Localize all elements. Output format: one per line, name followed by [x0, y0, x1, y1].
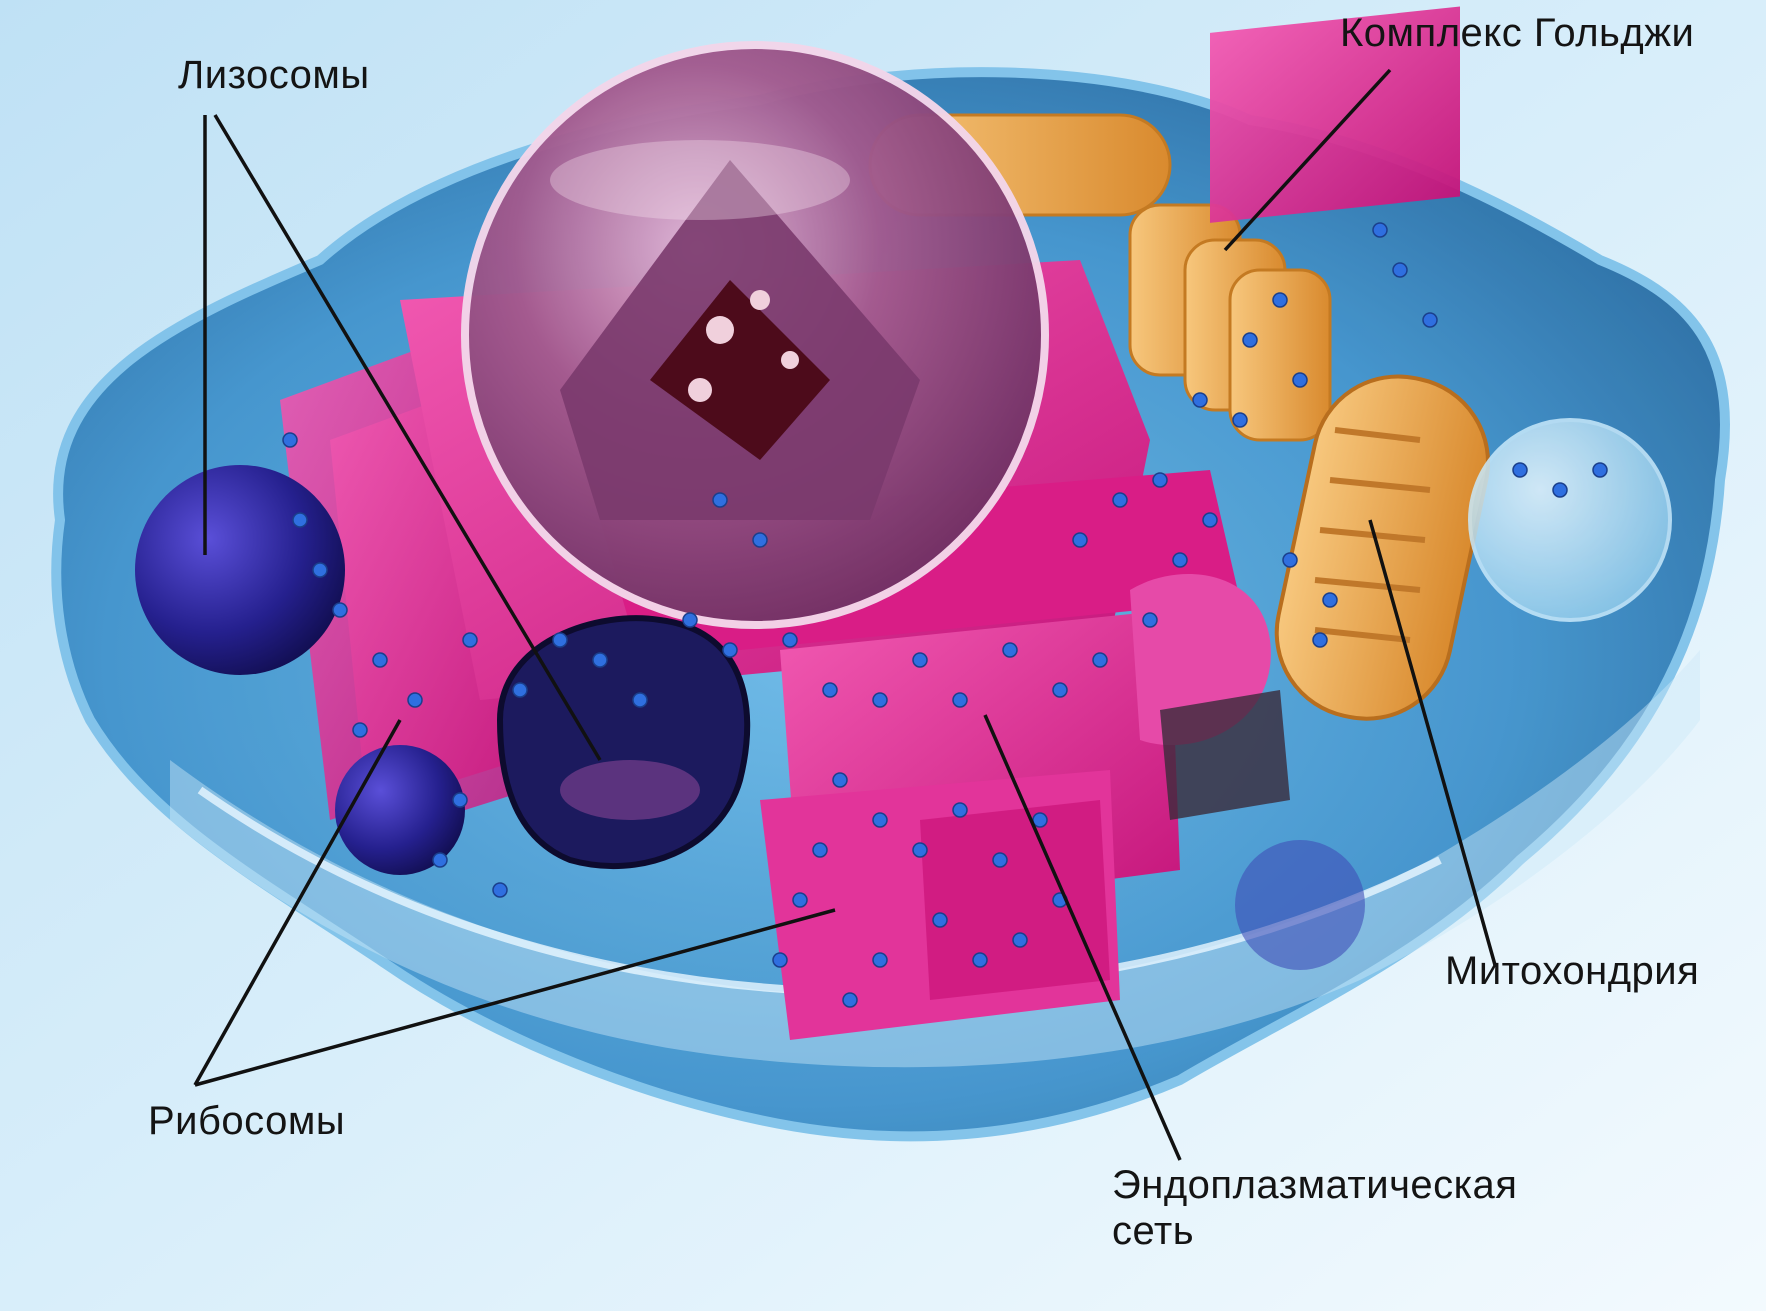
ribosome-dot [843, 993, 857, 1007]
ribosome-dot [1513, 463, 1527, 477]
ribosome-dot [1093, 653, 1107, 667]
ribosome-dot [333, 603, 347, 617]
ribosome-dot [793, 893, 807, 907]
ribosome-dot [1323, 593, 1337, 607]
ribosome-dot [1313, 633, 1327, 647]
ribosome-dot [1273, 293, 1287, 307]
label-ribosomes: Рибосомы [148, 1098, 345, 1144]
ribosome-dot [313, 563, 327, 577]
ribosome-dot [713, 493, 727, 507]
ribosome-dot [1053, 683, 1067, 697]
label-lysosomes: Лизосомы [178, 52, 370, 98]
ribosome-dot [353, 723, 367, 737]
ribosome-dot [953, 803, 967, 817]
ribosome-dot [753, 533, 767, 547]
label-golgi: Комплекс Гольджи [1340, 10, 1694, 56]
ribosome-dot [293, 513, 307, 527]
lysosome-bottom [1235, 840, 1365, 970]
ribosome-dot [813, 843, 827, 857]
ribosome-dot [1073, 533, 1087, 547]
label-er: Эндоплазматическая сеть [1112, 1162, 1517, 1254]
ribosome-dot [1593, 463, 1607, 477]
ribosome-dot [873, 693, 887, 707]
ribosome-dot [1153, 473, 1167, 487]
ribosome-dot [1013, 933, 1027, 947]
ribosome-dot [633, 693, 647, 707]
ribosome-dot [513, 683, 527, 697]
ribosome-dot [873, 813, 887, 827]
ribosome-dot [1143, 613, 1157, 627]
label-er-line2: сеть [1112, 1208, 1517, 1254]
ribosome-dot [1003, 643, 1017, 657]
label-mitochondria: Митохондрия [1445, 948, 1699, 994]
ribosome-dot [593, 653, 607, 667]
ribosome-dot [953, 693, 967, 707]
ribosome-dot [453, 793, 467, 807]
ribosome-dot [493, 883, 507, 897]
ribosome-dot [783, 633, 797, 647]
ribosome-dot [1293, 373, 1307, 387]
ribosome-dot [913, 653, 927, 667]
ribosome-dot [1423, 313, 1437, 327]
ribosome-dot [973, 953, 987, 967]
ribosome-dot [1033, 813, 1047, 827]
ribosome-dot [373, 653, 387, 667]
ribosome-dot [1553, 483, 1567, 497]
ribosome-dot [1193, 393, 1207, 407]
ribosome-dot [1393, 263, 1407, 277]
ribosome-dot [433, 853, 447, 867]
ribosome-dot [833, 773, 847, 787]
ribosome-dot [933, 913, 947, 927]
ribosome-dot [823, 683, 837, 697]
ribosome-dot [993, 853, 1007, 867]
ribosome-dot [913, 843, 927, 857]
ribosome-dot [723, 643, 737, 657]
vacuole [1470, 420, 1670, 620]
ribosome-dot [463, 633, 477, 647]
ribosome-dot [553, 633, 567, 647]
ribosome-dot [1243, 333, 1257, 347]
ribosome-dot [1373, 223, 1387, 237]
ribosome-dot [773, 953, 787, 967]
ribosome-dot [283, 433, 297, 447]
ribosome-dot [873, 953, 887, 967]
ribosome-dot [683, 613, 697, 627]
label-er-line1: Эндоплазматическая [1112, 1162, 1517, 1208]
ribosome-dot [1203, 513, 1217, 527]
ribosome-dot [408, 693, 422, 707]
ribosome-dot [1233, 413, 1247, 427]
ribosome-dot [1173, 553, 1187, 567]
ribosome-dot [1113, 493, 1127, 507]
ribosome-dot [1283, 553, 1297, 567]
